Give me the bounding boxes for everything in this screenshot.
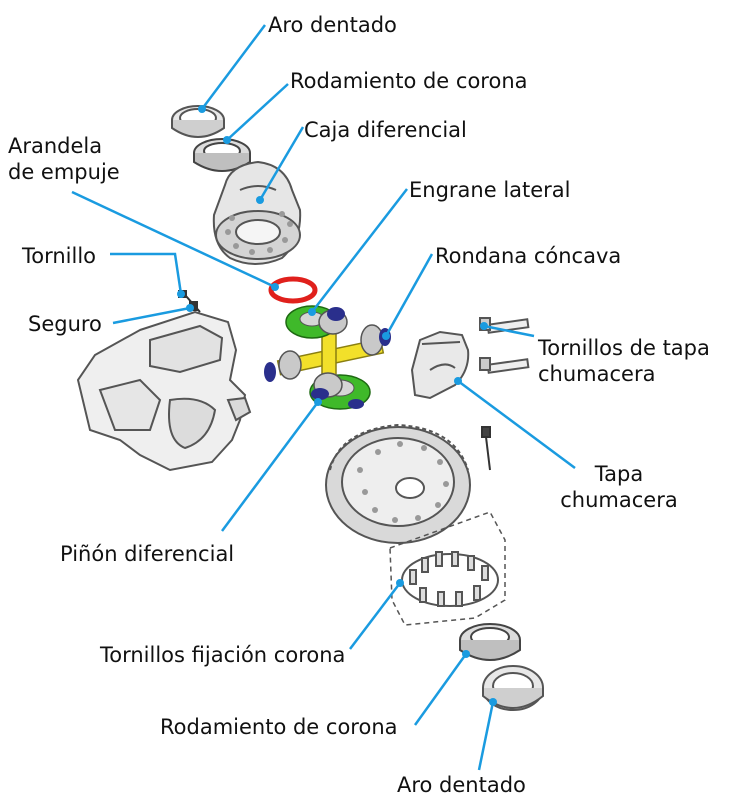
label-tornillos-de-tapa-chumacera: Tornillos de tapa chumacera (538, 335, 710, 387)
axle-housing (76, 310, 252, 472)
spider-gear-assembly (264, 305, 391, 410)
label-tapa-chumacera: Tapa chumacera (560, 461, 678, 513)
label-seguro: Seguro (28, 312, 102, 336)
ring-gear (325, 423, 471, 544)
label-tornillos-tapa-line2: chumacera (538, 362, 656, 386)
thrust-washer-red (268, 276, 318, 304)
label-arandela-line2: de empuje (8, 160, 120, 184)
bearing-cap (410, 330, 470, 400)
label-arandela-de-empuje: Arandela de empuje (8, 133, 120, 185)
toothed-ring-top (171, 105, 225, 138)
label-rodamiento-corona-top: Rodamiento de corona (290, 69, 528, 93)
leader-lines (71, 24, 576, 771)
toothed-ring-bottom (482, 665, 544, 711)
label-rodamiento-corona-bottom: Rodamiento de corona (160, 715, 398, 739)
label-tornillos-tapa-line1: Tornillos de tapa (538, 336, 710, 360)
label-tornillos-fijacion-corona: Tornillos fijación corona (100, 643, 346, 667)
bearing-bottom (459, 623, 521, 661)
label-aro-dentado-bottom: Aro dentado (397, 773, 526, 797)
differential-case (212, 160, 302, 265)
label-caja-diferencial: Caja diferencial (304, 118, 467, 142)
label-rondana-concava: Rondana cóncava (435, 244, 622, 268)
label-tapa-line1: Tapa (594, 462, 644, 486)
leader-dots (177, 105, 497, 706)
bearing-top (193, 138, 251, 172)
cap-fastener (481, 426, 491, 471)
label-tapa-line2: chumacera (560, 488, 678, 512)
label-engrane-lateral: Engrane lateral (409, 178, 571, 202)
label-pinon-diferencial: Piñón diferencial (60, 542, 235, 566)
label-tornillo: Tornillo (22, 244, 97, 268)
label-aro-dentado-top: Aro dentado (268, 13, 397, 37)
label-arandela-line1: Arandela (8, 134, 103, 158)
